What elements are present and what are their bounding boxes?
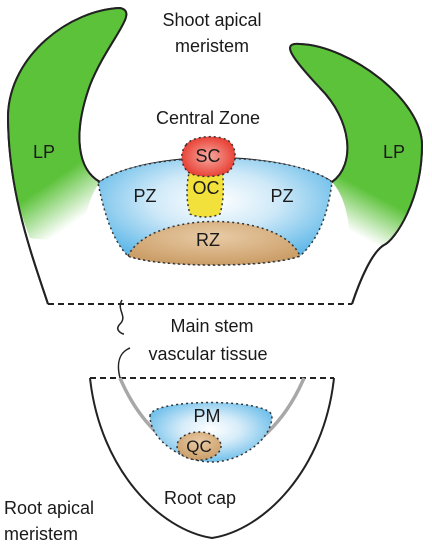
label-lp-left: LP: [33, 142, 55, 162]
label-main-stem-2: vascular tissue: [148, 344, 267, 364]
leaf-primordium-left: [8, 8, 127, 240]
shoot-apex-edge-left: [6, 6, 128, 305]
rib-zone: [126, 220, 302, 266]
vascular-connector-lower: [117, 347, 131, 379]
label-main-stem-1: Main stem: [170, 316, 253, 336]
leaf-primordium-right: [290, 43, 422, 245]
label-root-apical-1: Root apical: [4, 498, 94, 518]
label-rz: RZ: [196, 230, 220, 250]
label-shoot-apical-1: Shoot apical: [162, 10, 261, 30]
stem-cells: [181, 136, 236, 178]
label-oc: OC: [193, 178, 220, 198]
label-shoot-apical-2: meristem: [175, 36, 249, 56]
label-sc: SC: [195, 146, 220, 166]
label-central-zone: Central Zone: [156, 108, 260, 128]
label-pz-right: PZ: [270, 186, 293, 206]
label-pz-left: PZ: [133, 186, 156, 206]
quiescent-center: [176, 431, 222, 461]
label-root-cap: Root cap: [164, 488, 236, 508]
label-root-apical-2: meristem: [4, 524, 78, 544]
label-lp-right: LP: [383, 142, 405, 162]
label-pm: PM: [194, 406, 221, 426]
shoot-apex-edge-right: [289, 42, 424, 305]
vascular-connector: [117, 299, 125, 335]
label-qc: QC: [186, 437, 212, 456]
